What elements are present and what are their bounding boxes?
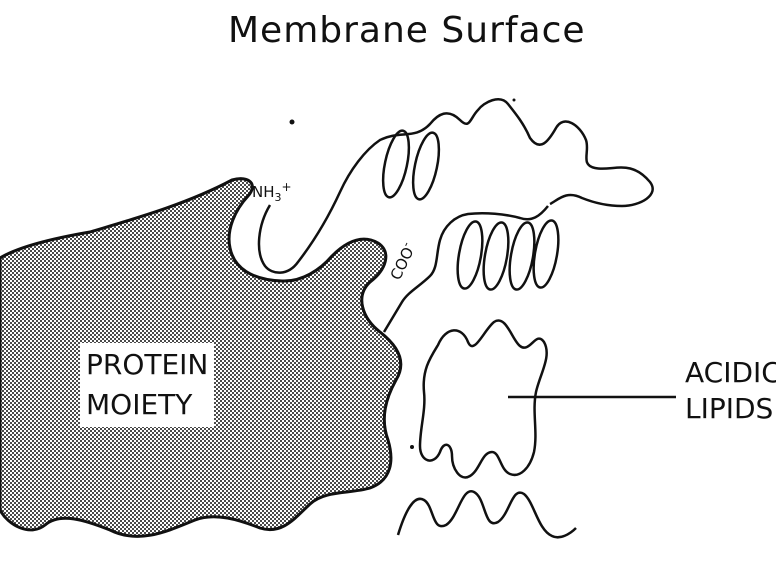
helix-coil xyxy=(529,219,562,290)
helix-coil xyxy=(453,220,486,291)
amino-subscript: 3 xyxy=(275,191,282,204)
protein-label-line1: PROTEIN xyxy=(86,345,208,385)
helix-coil xyxy=(479,221,512,292)
amino-terminus-label: NH3+ xyxy=(252,180,292,204)
membrane-surface-title: Membrane Surface xyxy=(228,10,586,51)
acidic-lipids-blob xyxy=(420,320,547,477)
helix-coil xyxy=(408,130,444,201)
lipids-label-line2: LIPIDS xyxy=(685,391,776,427)
speck xyxy=(513,99,516,102)
acidic-lipids-label: ACIDIC LIPIDS xyxy=(685,355,776,427)
lipids-label-line1: ACIDIC xyxy=(685,355,776,391)
speck xyxy=(410,445,414,449)
amino-charge: + xyxy=(282,180,292,194)
protein-moiety-label: PROTEIN MOIETY xyxy=(80,343,214,427)
protein-label-line2: MOIETY xyxy=(86,385,208,425)
lipid-wave-bottom xyxy=(398,491,576,537)
amino-base: NH xyxy=(252,183,275,201)
speck xyxy=(290,120,295,125)
protein-chain-upper xyxy=(259,99,653,272)
